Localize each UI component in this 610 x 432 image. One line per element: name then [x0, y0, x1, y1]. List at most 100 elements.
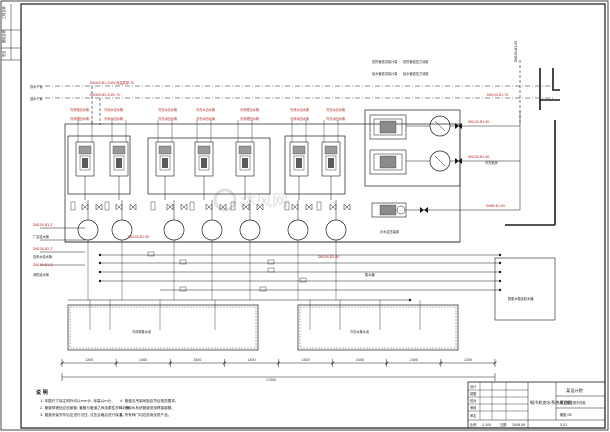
right-unit-2: [369, 149, 407, 175]
group-2-line1: 冷冻水出水管: [196, 107, 215, 112]
tb-row-3: 审核: [470, 405, 477, 410]
distribution-dots: [98, 251, 502, 302]
right-frame: [364, 109, 461, 187]
mains: 供水干管 回水干管 DN400-B1-Z(W)-保温层厚:70 DN400-B2…: [30, 41, 555, 125]
revision-strip: 工程名称 图纸名称 签名: [1, 4, 21, 61]
group-2-line2: 冷冻水回水管: [196, 116, 215, 121]
chiller-unit: [321, 120, 341, 200]
pump-tanks: [77, 200, 347, 300]
valve-symbol: [256, 203, 264, 211]
tag-right-mid2: DN100-B1-60: [468, 155, 489, 159]
fitting: [147, 251, 155, 257]
pump-tank: [287, 200, 309, 300]
tb-project: 某工程空调冷热源: [560, 400, 586, 405]
pipe-node: [498, 279, 502, 283]
dim-segment-label: 2400: [139, 358, 147, 362]
flow-bracket: [230, 201, 236, 211]
tag-mid: DN150-B1-60: [128, 235, 149, 239]
group-5-line2: 冷冻水回水管: [326, 116, 345, 121]
pipe-node: [408, 298, 412, 302]
right-unit-1: [369, 114, 407, 140]
tb-row-1: 制图: [470, 391, 476, 396]
dim-segment-label: 2400: [247, 358, 255, 362]
top-label-1: 供热管道压力测量: [403, 59, 429, 64]
group-headers: 冷却塔出水管 冷却塔回水管 冷却水出水管 冷却水回水管 冷冻水出水管 冷冻水回水…: [70, 107, 345, 121]
tank-area: 膨胀水箱及软水器 集水器: [365, 257, 556, 321]
chiller-unit: [109, 120, 129, 200]
watermark: 沐风网: [213, 188, 288, 212]
supply-main-tag: DN400-B1-Z(W)-保温层厚:70: [90, 80, 134, 85]
group-3-line2: 冷却塔回水管: [240, 116, 259, 121]
valve-symbol: [329, 203, 337, 211]
tb-scale: 1:100: [482, 423, 491, 427]
flow-bracket: [189, 201, 195, 211]
pump-tank: [111, 200, 133, 300]
valve-symbol: [180, 203, 188, 211]
left-side-label-0: 厂区给水管: [33, 234, 49, 239]
sidebar-label-2: 签名: [1, 51, 6, 57]
fitting: [267, 267, 275, 273]
tb-date-label: 日期: [500, 422, 506, 427]
flow-bracket: [316, 201, 322, 211]
group-4-line1: 冷却水出水管: [290, 107, 309, 112]
flow-bracket: [104, 201, 110, 211]
flow-bracket: [150, 201, 156, 211]
chiller-groups: [67, 135, 346, 195]
pipe-node: [498, 253, 502, 257]
chiller-group-b: [147, 137, 271, 195]
valve-symbol: [205, 203, 213, 211]
group-4-line2: 冷却水回水管: [290, 116, 309, 121]
note-6: 6. 所有阀门均应选用优质产品。: [120, 412, 171, 417]
pipe-node: [498, 261, 502, 265]
top-label-3: 给水管道压力测量: [403, 71, 429, 76]
chiller-area-label: 冷冻机房: [485, 160, 498, 165]
tag-left2: DN150-B2-Z: [33, 247, 53, 251]
note-5: 5. 冷却水系统管道采用焊接钢管。: [120, 405, 175, 410]
chiller-group-a: [67, 135, 131, 195]
dim-segment-label: 2400: [193, 358, 201, 362]
valve-symbol: [219, 203, 227, 211]
dimension-total: 17400: [266, 378, 276, 382]
tb-row-0: 设计: [470, 384, 477, 389]
group-1-line1: 冷冻水出水管: [158, 107, 177, 112]
pump-tank: [77, 200, 99, 300]
pump-label: 补水定压装置: [380, 229, 399, 234]
fitting: [299, 277, 307, 283]
fitting: [179, 259, 187, 265]
valve-symbol: [343, 203, 351, 211]
top-labels: 供热管道流量计量 供热管道压力测量 给水管道流量计量 给水管道压力测量: [372, 59, 429, 76]
right-equipment: DN100-B1-60 DN100-B1-60 冷冻机房 DN80-B1-60 …: [364, 109, 521, 234]
tb-drawing-name: 制冷机房水系统原理图: [530, 399, 572, 406]
group-3-line1: 冷却塔出水管: [240, 107, 259, 112]
valve-symbol: [115, 203, 123, 211]
tb-company: 某设计院: [566, 387, 584, 394]
return-main-label: 回水干管: [30, 96, 43, 101]
tb-date: 2008.06: [512, 423, 525, 427]
valve-symbol: [242, 203, 250, 211]
sidebar-label-0: 工程名称: [1, 5, 6, 19]
pipe-node: [98, 253, 102, 257]
chiller-unit: [155, 120, 175, 200]
basins: 冷却塔集水池 冷冻水集水池: [67, 300, 459, 351]
chiller-unit: [75, 120, 95, 200]
watermark-text: 沐风网: [240, 191, 288, 210]
basin-left-label: 冷却塔集水池: [132, 329, 152, 334]
top-label-2: 给水管道流量计量: [372, 71, 398, 76]
group-0-line2: 冷却塔回水管: [70, 116, 89, 121]
left-side-label-1: 自来水给水管: [33, 254, 52, 259]
dim-segment-label: 2400: [410, 358, 418, 362]
fitting: [267, 259, 275, 265]
group-0-line2b: 冷却水回水管: [104, 116, 123, 121]
tb-code: S-01: [560, 423, 567, 427]
note-3: 3. 管道安装完毕后应进行试压, 试压合格后进行保温。: [40, 412, 126, 417]
building-walls: [505, 68, 560, 226]
group-0-line1b: 冷却水出水管: [104, 107, 123, 112]
basin-right: [297, 304, 459, 351]
notes: 说 明 1. 本图尺寸除注明外均以mm计, 标高以m计。 2. 管道穿墙处应设套…: [36, 389, 178, 417]
pipe-node: [498, 288, 502, 292]
group-5-line1: 冷冻水出水管: [326, 107, 345, 112]
valve-symbol: [291, 203, 299, 211]
valve-symbol: [166, 203, 174, 211]
